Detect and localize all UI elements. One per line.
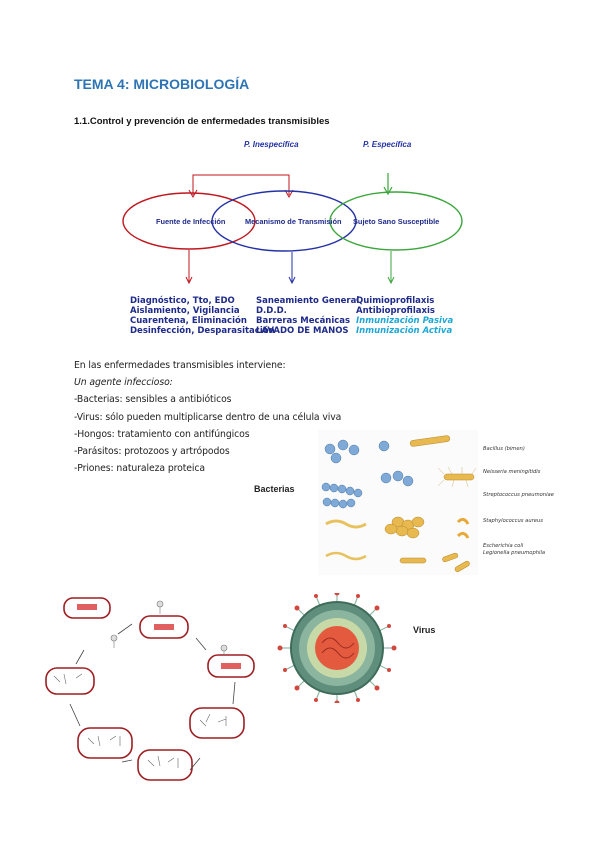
list-item: -Bacterias: sensibles a antibióticos xyxy=(74,394,232,406)
col-fuente: Diagnóstico, Tto, EDO Aislamiento, Vigil… xyxy=(130,296,275,336)
col2-item: Barreras Mecánicas xyxy=(256,316,351,326)
page-title: TEMA 4: MICROBIOLOGÍA xyxy=(74,76,250,92)
col2-item: Saneamiento General xyxy=(256,296,360,306)
label-inespecifica: P. Inespecífica xyxy=(244,140,299,149)
list-item: -Virus: sólo pueden multiplicarse dentro… xyxy=(74,411,342,423)
caption-neisseria: Neisseria meningitidis xyxy=(483,469,541,475)
caption-legionella: Legionella pneumophila xyxy=(483,550,545,556)
col2-item: LAVADO DE MANOS xyxy=(256,326,349,336)
col1-item: Cuarentena, Eliminación xyxy=(130,316,247,326)
col-sujeto: Quimioprofilaxis Antibioprofilaxis Inmun… xyxy=(356,296,453,336)
col1-item: Aislamiento, Vigilancia xyxy=(130,306,240,316)
col2-item: D.D.D. xyxy=(256,306,287,316)
red-bracket xyxy=(192,174,290,195)
bacteria-illustration: Bacillus (bimen) Neisseria meningitidis … xyxy=(318,430,554,575)
caption-staphylococcus: Staphylococcus aureus xyxy=(483,518,543,524)
list-intro: En las enfermedades transmisibles interv… xyxy=(74,360,286,371)
label-especifica: P. Específica xyxy=(363,140,412,149)
list-agent: Un agente infeccioso: xyxy=(74,377,173,389)
col-mecanismo: Saneamiento General D.D.D. Barreras Mecá… xyxy=(256,296,359,336)
caption-streptococcus: Streptococcus pneumoniae xyxy=(483,492,554,498)
col1-item: Diagnóstico, Tto, EDO xyxy=(130,296,235,306)
col1-item: Desinfección, Desparasitación xyxy=(130,326,275,336)
prevention-diagram: P. Inespecífica P. Específica Fuente de … xyxy=(122,140,463,285)
ellipse-1-label: Fuente de Infección xyxy=(156,217,226,226)
ellipse-2-label: Mecanismo de Transmisión xyxy=(245,217,342,226)
agents-list: En las enfermedades transmisibles interv… xyxy=(74,357,341,477)
caption-bacillus: Bacillus (bimen) xyxy=(483,446,525,452)
caption-ecoli: Escherichia coli xyxy=(483,543,524,549)
col3-item: Antibioprofilaxis xyxy=(356,306,435,316)
col3-item: Inmunización Activa xyxy=(356,326,453,336)
col3-item: Quimioprofilaxis xyxy=(356,296,435,306)
ellipse-sujeto xyxy=(329,191,463,251)
ellipse-mecanismo xyxy=(211,190,357,252)
virus-label: Virus xyxy=(413,625,436,635)
virus-illustration xyxy=(277,593,397,703)
list-item: -Priones: naturaleza proteica xyxy=(74,463,205,475)
list-item: -Hongos: tratamiento con antifúngicos xyxy=(74,428,250,440)
ellipse-fuente xyxy=(122,192,256,250)
phage-cycle-illustration xyxy=(45,597,255,781)
section-heading: 1.1.Control y prevención de enfermedades… xyxy=(74,116,330,127)
list-item: -Parásitos: protozoos y artrópodos xyxy=(74,446,230,458)
bacteria-label: Bacterias xyxy=(254,484,295,494)
col3-item: Inmunización Pasiva xyxy=(356,316,454,326)
ellipse-3-label: Sujeto Sano Susceptible xyxy=(353,217,439,226)
